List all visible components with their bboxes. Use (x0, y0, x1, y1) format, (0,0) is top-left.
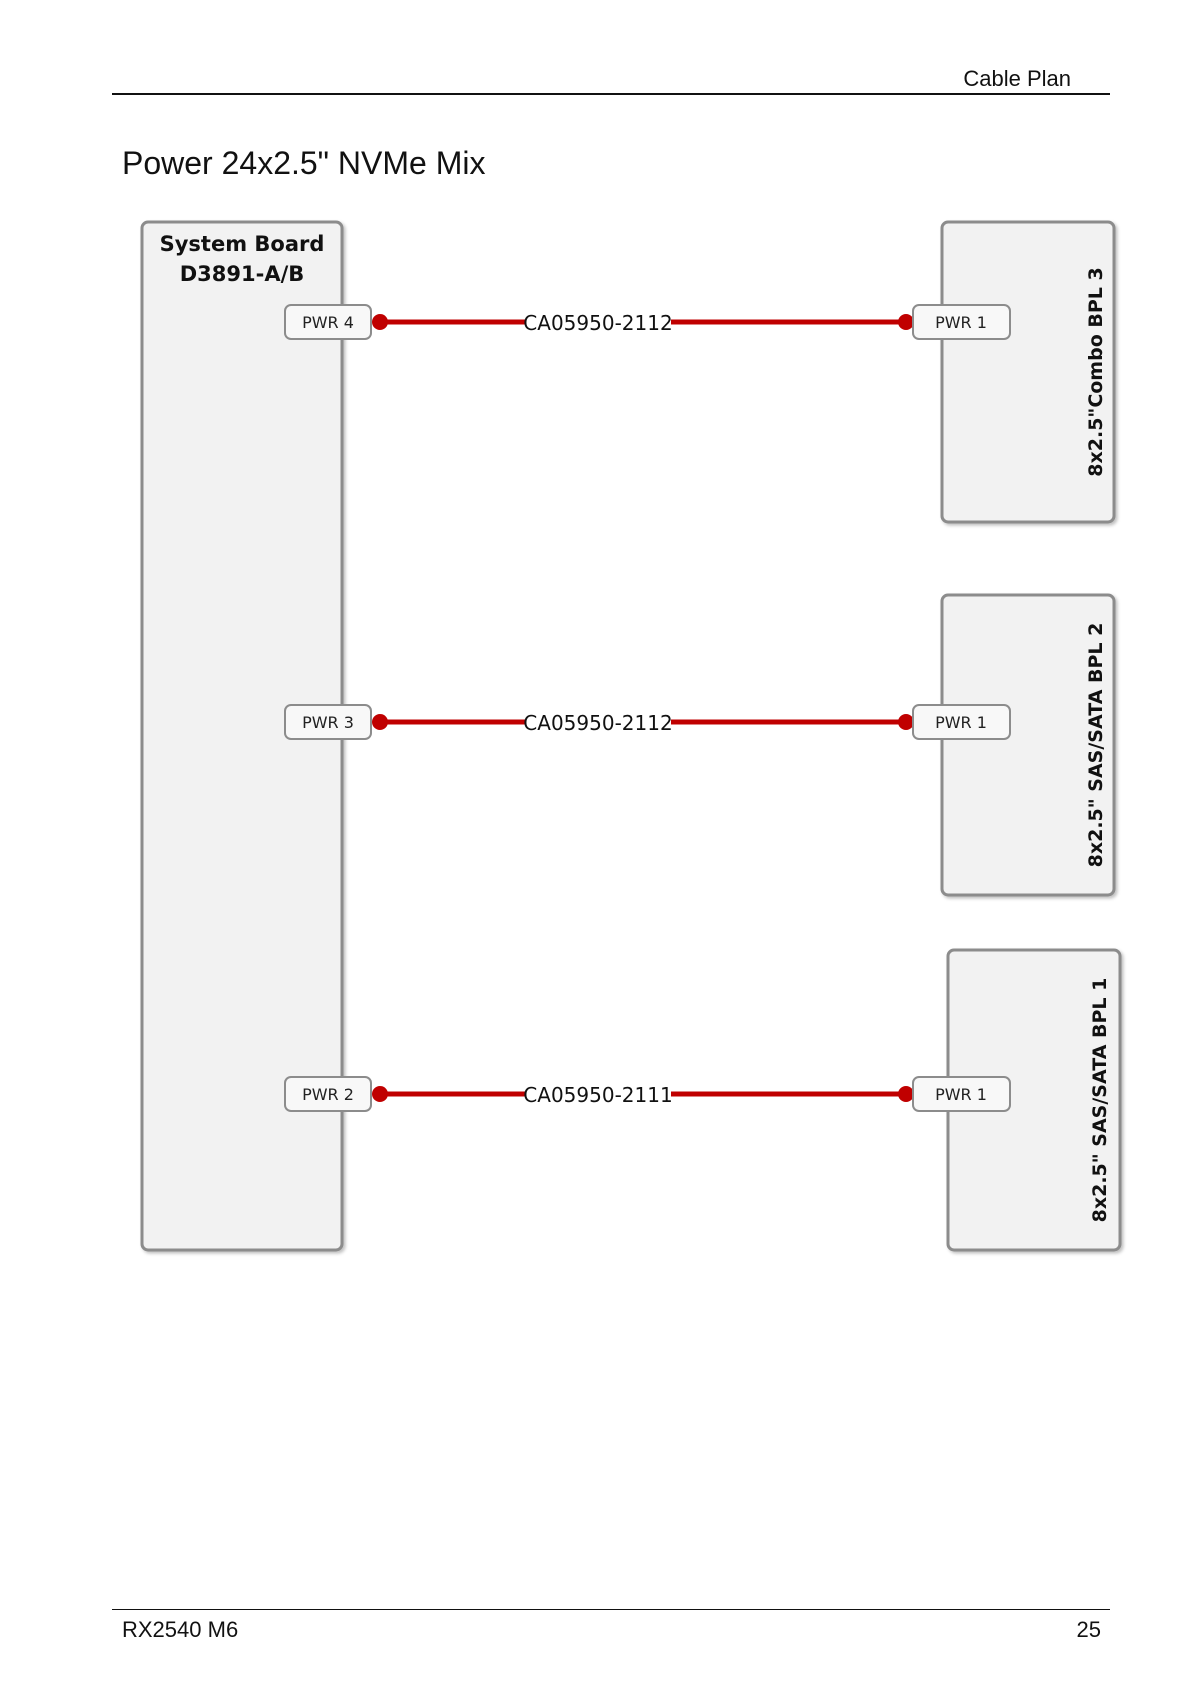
board-port-label-pwr3: PWR 3 (302, 713, 354, 732)
cable-end-board-1 (372, 314, 388, 330)
cable-end-board-2 (372, 714, 388, 730)
backplane-label-bpl3: 8x2.5"Combo BPL 3 (1085, 267, 1107, 476)
cable-end-bpl-3 (898, 1086, 914, 1102)
footer-rule (112, 1609, 1110, 1610)
footer-model: RX2540 M6 (122, 1617, 238, 1643)
system-board-label: System Board (160, 232, 325, 256)
backplane-label-bpl1: 8x2.5" SAS/SATA BPL 1 (1089, 978, 1111, 1223)
cable-end-bpl-1 (898, 314, 914, 330)
bpl2-port-label-pwr1: PWR 1 (935, 713, 987, 732)
board-port-label-pwr4: PWR 4 (302, 313, 354, 332)
cable-label-2: CA05950-2112 (523, 711, 672, 735)
backplane-label-bpl2: 8x2.5" SAS/SATA BPL 2 (1085, 623, 1107, 868)
cable-end-board-3 (372, 1086, 388, 1102)
page-number: 25 (1077, 1617, 1101, 1643)
cable-end-bpl-2 (898, 714, 914, 730)
board-port-label-pwr2: PWR 2 (302, 1085, 354, 1104)
cable-label-3: CA05950-2111 (523, 1083, 672, 1107)
cable-label-1: CA05950-2112 (523, 311, 672, 335)
bpl3-port-label-pwr1: PWR 1 (935, 313, 987, 332)
system-board-model: D3891-A/B (180, 262, 305, 286)
bpl1-port-label-pwr1: PWR 1 (935, 1085, 987, 1104)
